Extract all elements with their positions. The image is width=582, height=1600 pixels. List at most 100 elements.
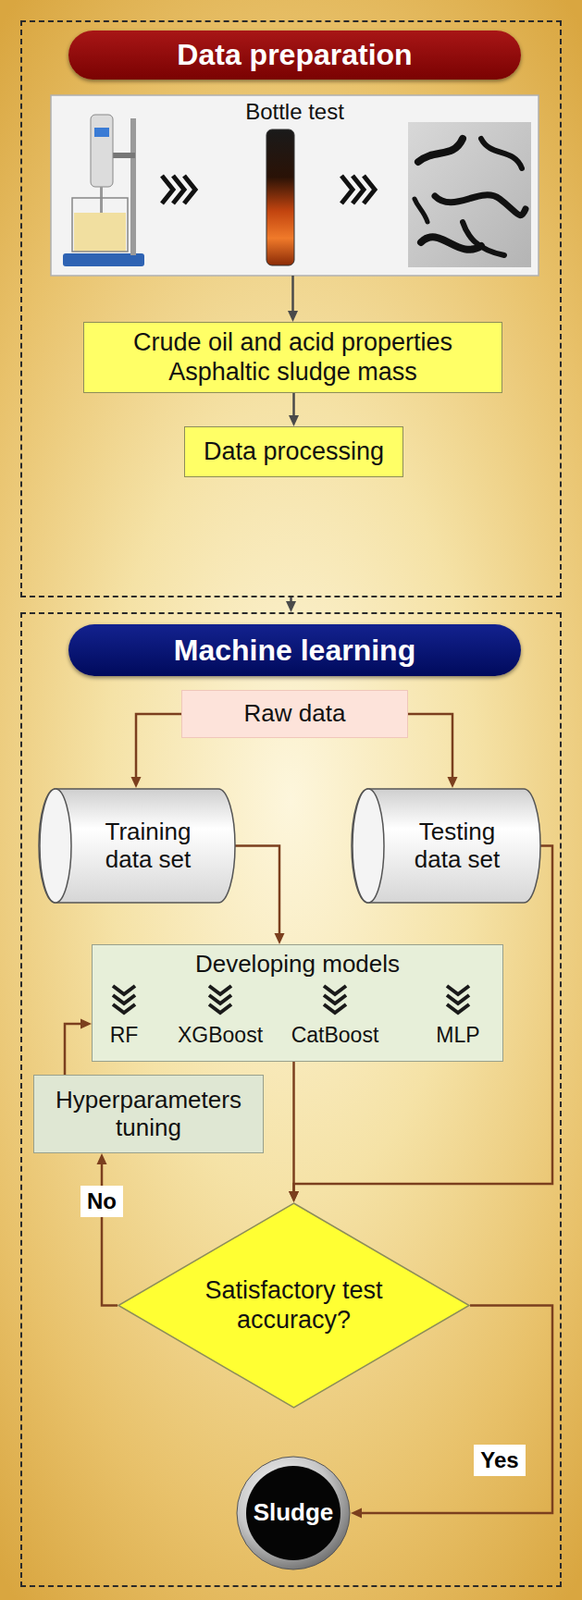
decision-diamond: Satisfactory test accuracy?	[117, 1202, 471, 1410]
chevron	[112, 986, 136, 995]
text-group: Data processing	[203, 437, 384, 467]
mixer-motor	[90, 114, 113, 187]
data-box: Raw data	[181, 690, 409, 739]
sludge-blob	[418, 138, 463, 162]
box-label: Training data set	[92, 818, 204, 875]
text-group: Testing data set	[401, 818, 513, 875]
connector	[131, 714, 183, 789]
model-name: RF	[110, 1023, 139, 1048]
chevron	[209, 995, 232, 1004]
arrow-head	[288, 1191, 299, 1203]
arrow-head	[97, 1153, 108, 1165]
connector-line	[408, 714, 453, 780]
circle-core	[246, 1466, 341, 1561]
circle-ring	[236, 1457, 350, 1571]
chevron	[184, 175, 196, 204]
process-box: Data processing	[184, 426, 404, 478]
edge-label: No	[80, 1186, 124, 1218]
illustration-panel: Bottle test	[50, 95, 539, 276]
cylinder-cap	[352, 789, 384, 904]
chevron	[209, 986, 232, 995]
chevron	[446, 986, 470, 995]
arrow-head	[288, 415, 299, 427]
sludge-picture	[408, 122, 532, 268]
edge-label: Yes	[473, 1445, 525, 1477]
panel-title: Bottle test	[50, 99, 539, 125]
chevron	[363, 175, 375, 204]
diamond-outline	[118, 1203, 470, 1409]
sludge-blobs	[414, 138, 526, 256]
connector-line	[292, 393, 296, 418]
connector-line	[101, 1163, 118, 1307]
box-label: Hyperparameters tuning	[44, 1087, 253, 1143]
text-group: Hyperparameters tuning	[44, 1087, 253, 1143]
chevron	[112, 1004, 136, 1014]
box-label: Data processing	[203, 437, 384, 467]
chevron-arrow	[341, 175, 375, 204]
mixer-base	[62, 253, 145, 267]
connector-line	[292, 1062, 296, 1194]
beaker-liquid	[74, 212, 126, 252]
beaker	[72, 198, 128, 252]
section-region: Data preparationBottle testCrude oil and…	[20, 20, 562, 598]
sludge-blob	[462, 222, 505, 256]
mixer-rod	[130, 118, 137, 256]
dataset-cylinder: Testing data set	[351, 788, 541, 904]
box-label: Crude oil and acid properties	[133, 328, 453, 358]
connector-line	[64, 1024, 83, 1076]
chevron	[446, 1004, 470, 1014]
arrow-head	[288, 1191, 299, 1203]
cylinder-cap	[39, 789, 72, 904]
model-name: CatBoost	[291, 1023, 380, 1048]
text-group: Raw data	[244, 700, 347, 729]
section-heading: Machine learning	[68, 624, 521, 677]
connector	[64, 1019, 92, 1077]
arrow-head	[131, 777, 142, 789]
text-group: Training data set	[92, 818, 204, 875]
dataset-cylinder: Training data set	[38, 788, 236, 904]
chevron	[341, 175, 353, 204]
connector	[97, 1153, 119, 1307]
box-heading: Developing models	[92, 951, 503, 979]
connector-line	[136, 714, 182, 780]
arrow-head	[287, 310, 298, 322]
chevron	[323, 986, 347, 995]
cylinder-body	[38, 789, 236, 904]
sludge-blob	[414, 198, 428, 223]
chevron	[446, 995, 470, 1004]
data-box: Crude oil and acid propertiesAsphaltic s…	[83, 321, 503, 394]
sludge-ground	[408, 122, 532, 268]
arrow-head	[274, 933, 285, 945]
models-box: Developing modelsRF XGBoost CatBoost MLP	[91, 944, 504, 1063]
chevron	[323, 1004, 347, 1014]
test-tube	[266, 129, 295, 266]
chevron	[323, 995, 347, 1004]
box-label: Satisfactory test accuracy?	[184, 1276, 403, 1335]
connector	[288, 1062, 299, 1203]
arrow-head	[447, 777, 459, 789]
connector	[235, 846, 285, 946]
sludge-blob	[481, 138, 522, 169]
mixer-display	[94, 127, 110, 137]
box-label: Sludge	[253, 1499, 335, 1528]
chevron	[173, 175, 185, 204]
text-group: Satisfactory test accuracy?	[184, 1276, 403, 1335]
mixer-picture	[62, 114, 145, 267]
section-region: Machine learningRaw dataTraining data se…	[20, 612, 562, 1588]
arrow-head	[80, 1019, 92, 1030]
chevron-arrow	[161, 175, 196, 204]
chevron	[209, 1004, 232, 1014]
sludge-blob	[434, 195, 526, 216]
box-label: Asphaltic sludge mass	[133, 358, 453, 387]
connector	[287, 275, 298, 322]
box-label: Testing data set	[401, 818, 513, 875]
connector	[408, 714, 459, 789]
connector	[285, 597, 297, 613]
connector	[288, 393, 299, 427]
model-name: XGBoost	[177, 1023, 263, 1048]
section-heading: Data preparation	[68, 30, 521, 80]
model-name: MLP	[435, 1023, 480, 1048]
box-label: Raw data	[244, 700, 347, 729]
chevron	[161, 175, 174, 204]
